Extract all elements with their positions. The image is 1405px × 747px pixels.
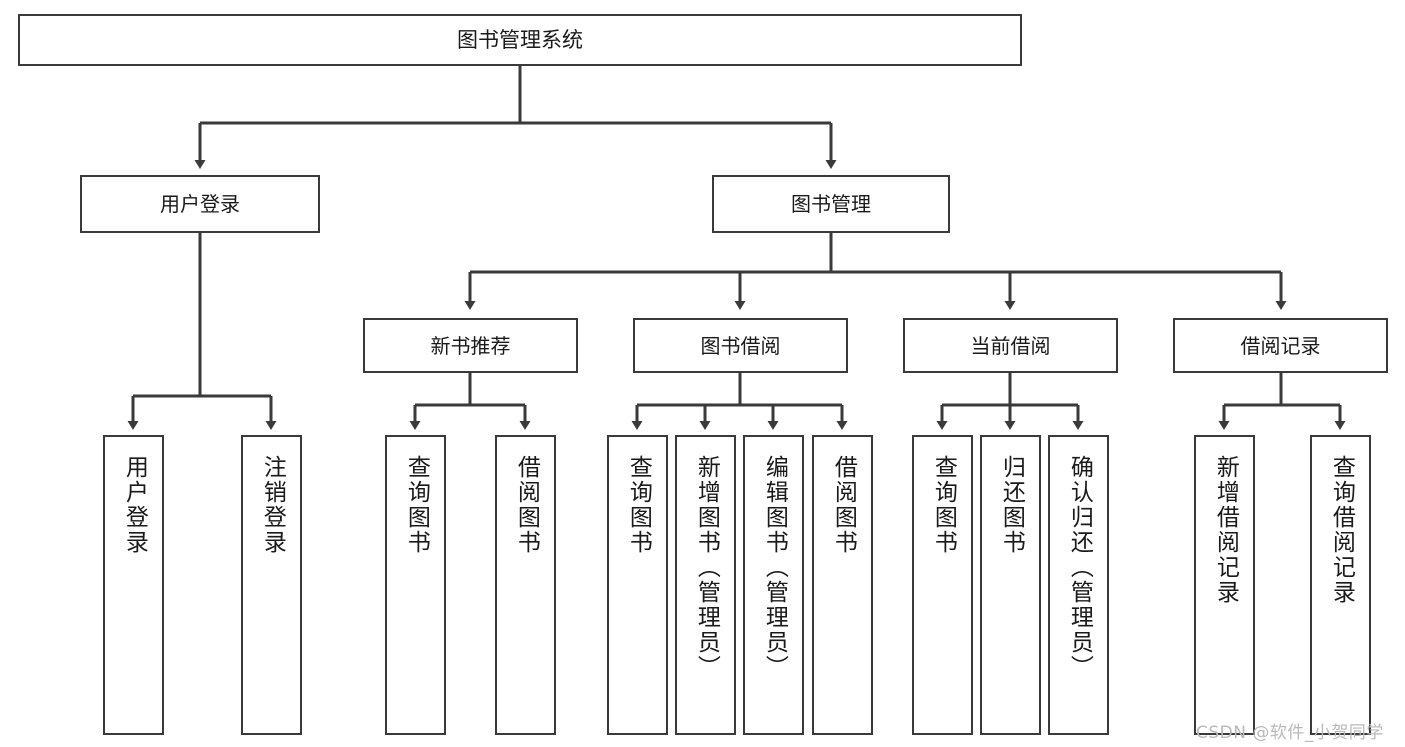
leaf-new-book-borrow[interactable]: 借阅图书 xyxy=(495,435,556,735)
leaf-borrow-record-add-label: 新增借阅记录 xyxy=(1212,455,1239,605)
node-root-system[interactable]: 图书管理系统 xyxy=(18,14,1022,66)
leaf-new-book-query-label: 查询图书 xyxy=(403,455,430,555)
node-root-label: 图书管理系统 xyxy=(457,27,583,52)
node-borrow-record[interactable]: 借阅记录 xyxy=(1173,318,1388,373)
leaf-borrow-record-query[interactable]: 查询借阅记录 xyxy=(1310,435,1371,735)
leaf-book-borrow-add-label: 新增图书（管理员） xyxy=(693,455,720,680)
leaf-current-borrow-query-label: 查询图书 xyxy=(930,455,957,555)
leaf-new-book-borrow-label: 借阅图书 xyxy=(513,455,540,555)
node-new-book-recommend[interactable]: 新书推荐 xyxy=(363,318,578,373)
leaf-book-borrow-query[interactable]: 查询图书 xyxy=(607,435,668,735)
leaf-current-borrow-confirm-return-label: 确认归还（管理员） xyxy=(1066,455,1093,680)
leaf-user-login-logout[interactable]: 注销登录 xyxy=(241,435,302,735)
leaf-current-borrow-return-label: 归还图书 xyxy=(998,455,1025,555)
csdn-watermark: CSDN @软件_小贺同学 xyxy=(1196,723,1384,743)
leaf-book-borrow-query-label: 查询图书 xyxy=(625,455,652,555)
leaf-user-login-login-label: 用户登录 xyxy=(121,455,148,555)
node-book-management[interactable]: 图书管理 xyxy=(712,175,950,233)
node-current-borrow[interactable]: 当前借阅 xyxy=(903,318,1118,373)
node-book-borrow[interactable]: 图书借阅 xyxy=(633,318,848,373)
node-book-borrow-label: 图书借阅 xyxy=(700,333,781,358)
leaf-current-borrow-confirm-return[interactable]: 确认归还（管理员） xyxy=(1048,435,1109,735)
node-borrow-record-label: 借阅记录 xyxy=(1240,333,1321,358)
node-current-borrow-label: 当前借阅 xyxy=(970,333,1051,358)
leaf-user-login-login[interactable]: 用户登录 xyxy=(103,435,164,735)
leaf-user-login-logout-label: 注销登录 xyxy=(259,455,286,555)
leaf-book-borrow-borrow-label: 借阅图书 xyxy=(830,455,857,555)
leaf-book-borrow-borrow[interactable]: 借阅图书 xyxy=(812,435,873,735)
leaf-book-borrow-edit[interactable]: 编辑图书（管理员） xyxy=(743,435,804,735)
leaf-borrow-record-add[interactable]: 新增借阅记录 xyxy=(1194,435,1255,735)
node-user-login[interactable]: 用户登录 xyxy=(80,175,320,233)
leaf-borrow-record-query-label: 查询借阅记录 xyxy=(1328,455,1355,605)
node-new-book-recommend-label: 新书推荐 xyxy=(430,333,511,358)
leaf-current-borrow-return[interactable]: 归还图书 xyxy=(980,435,1041,735)
node-book-management-label: 图书管理 xyxy=(791,192,871,216)
node-user-login-label: 用户登录 xyxy=(160,192,240,216)
leaf-current-borrow-query[interactable]: 查询图书 xyxy=(912,435,973,735)
leaf-book-borrow-edit-label: 编辑图书（管理员） xyxy=(761,455,788,680)
leaf-book-borrow-add[interactable]: 新增图书（管理员） xyxy=(675,435,736,735)
leaf-new-book-query[interactable]: 查询图书 xyxy=(385,435,446,735)
